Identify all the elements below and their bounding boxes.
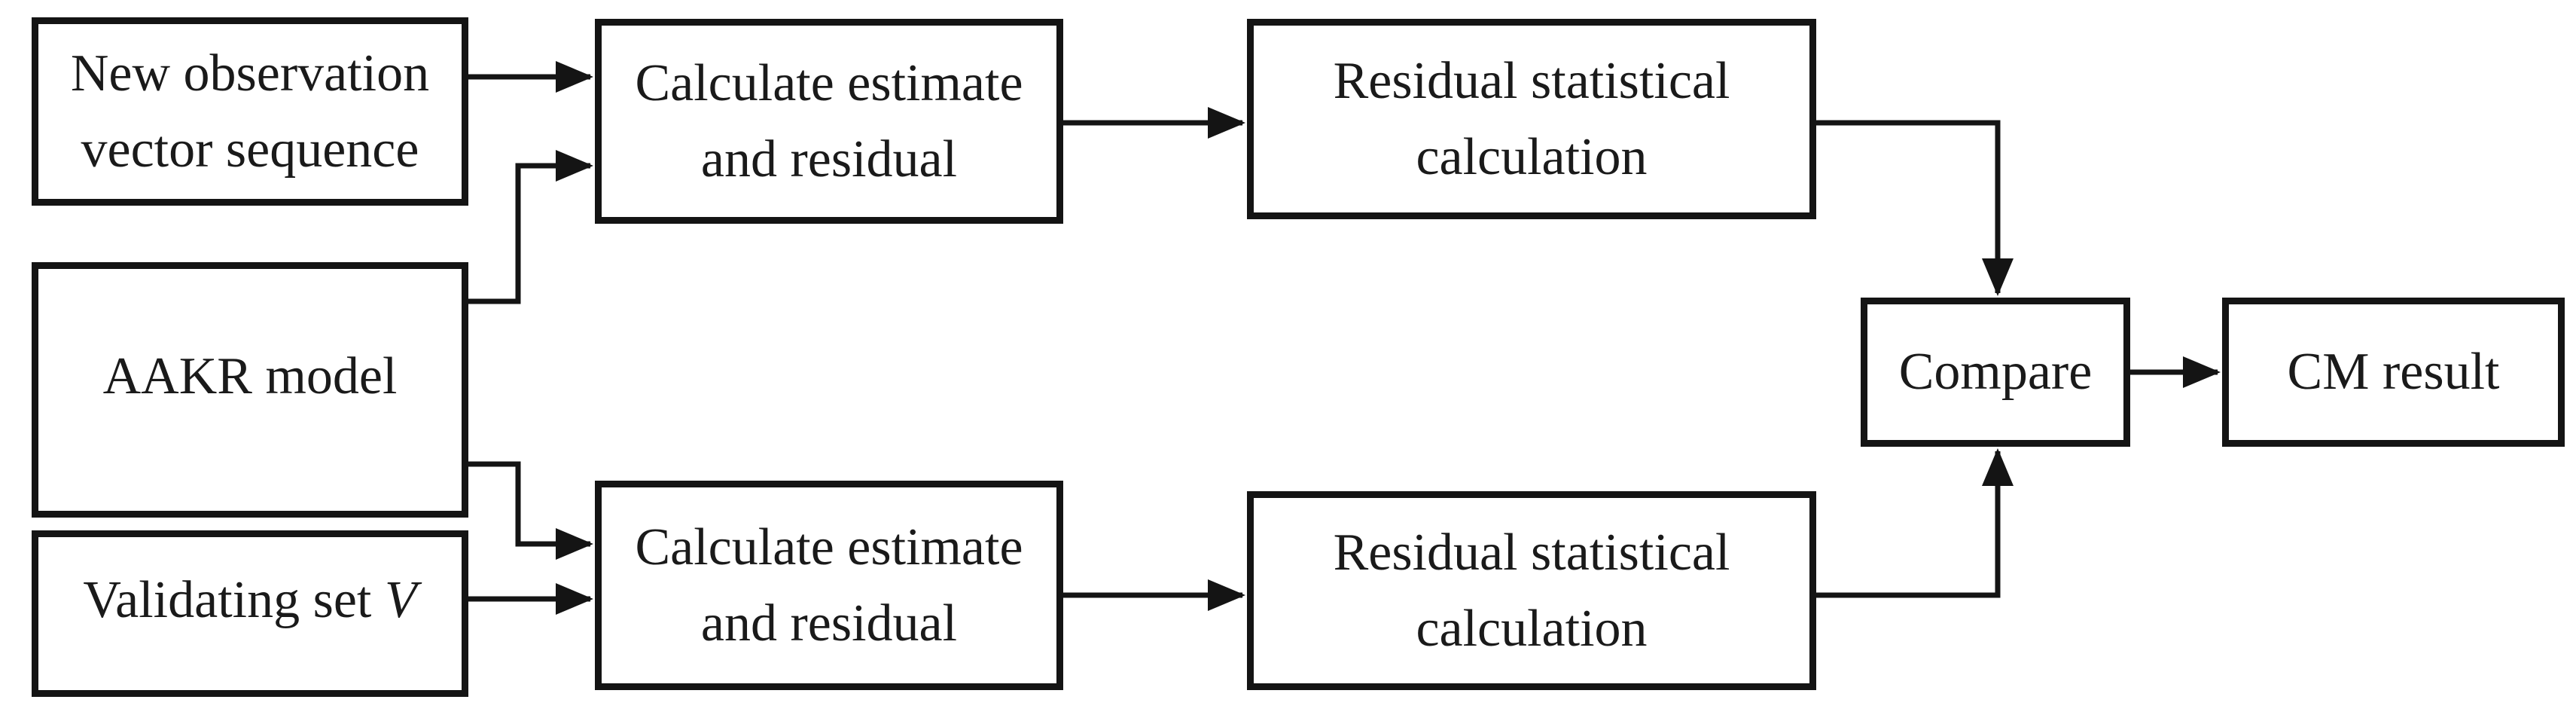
box-validating-set: Validating set V [32, 530, 468, 697]
validating-set-variable: V [384, 570, 417, 629]
box-label-new-observation: New observation vector sequence [70, 44, 430, 179]
box-residual-statistical-top: Residual statistical calculation [1247, 19, 1816, 219]
box-label-residual-bottom: Residual statistical calculation [1333, 523, 1730, 658]
arrow-residual-top-to-compare [1816, 120, 2014, 296]
box-residual-statistical-bottom: Residual statistical calculation [1247, 491, 1816, 690]
box-label-calculate-bottom: Calculate estimate and residual [635, 518, 1023, 653]
validating-set-text: Validating set [83, 570, 385, 629]
arrow-aakr-to-calc-bottom [468, 461, 593, 560]
box-new-observation-vector-sequence: New observation vector sequence [32, 17, 468, 206]
box-label-calculate-top: Calculate estimate and residual [635, 53, 1023, 189]
box-aakr-model: AAKR model [32, 262, 468, 518]
box-label-compare: Compare [1898, 343, 2093, 402]
box-label-cm-result: CM result [2287, 343, 2500, 402]
box-cm-result: CM result [2222, 298, 2565, 447]
box-label-aakr-model: AAKR model [102, 347, 398, 405]
box-calculate-estimate-residual-bottom: Calculate estimate and residual [595, 481, 1063, 690]
box-label-residual-top: Residual statistical calculation [1333, 51, 1730, 187]
arrow-residual-bottom-to-compare [1816, 448, 2014, 598]
box-calculate-estimate-residual-top: Calculate estimate and residual [595, 19, 1063, 224]
arrow-aakr-to-calc-top [468, 150, 593, 304]
box-label-validating-set: Validating set V [83, 562, 416, 639]
box-compare: Compare [1861, 298, 2130, 447]
